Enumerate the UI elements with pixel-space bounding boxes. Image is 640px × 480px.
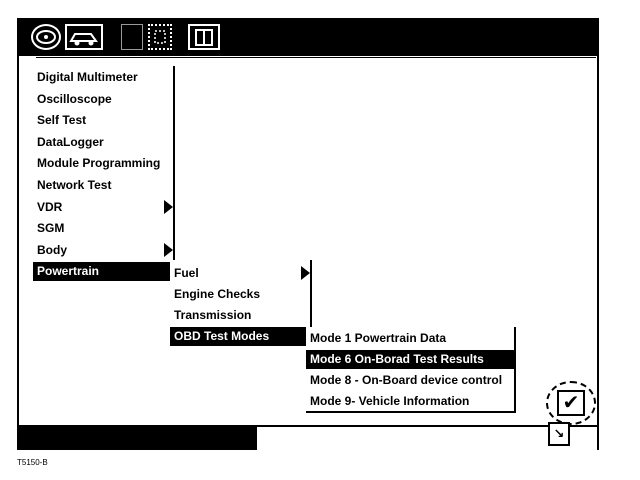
menu-item-obd-test-modes[interactable]: OBD Test Modes [170,327,312,346]
submenu-arrow-icon [164,199,173,214]
submenu-arrow-icon [164,242,173,257]
menu-item-fuel[interactable]: Fuel [174,266,199,280]
corner-arrow-icon[interactable]: ↘ [548,422,570,446]
menu-item-sgm[interactable]: SGM [37,221,65,236]
vehicle-icon[interactable] [65,24,103,50]
menu-item-body[interactable]: Body [37,242,67,257]
menu-item-self-test[interactable]: Self Test [37,113,87,128]
menu-item-vdr[interactable]: VDR [37,199,63,214]
figure-code: T5150-B [17,458,48,467]
submenu-arrow-icon [164,264,173,279]
menu-item-datalogger[interactable]: DataLogger [37,134,104,149]
status-bar [17,425,257,450]
network-icon[interactable] [148,24,172,50]
content-divider [36,57,596,58]
menu-item-digital-multimeter[interactable]: Digital Multimeter [37,70,138,84]
submenu-arrow-icon [301,266,310,280]
menu-item-mode-1-powertrain-data[interactable]: Mode 1 Powertrain Data [310,331,447,345]
menu-item-mode-6-on-borad-test-results[interactable]: Mode 6 On-Borad Test Results [306,350,514,369]
menu-item-mode-9-vehicle-information[interactable]: Mode 9- Vehicle Information [310,394,470,408]
blank-tab-icon[interactable] [121,24,143,50]
ids-logo-icon[interactable] [31,24,61,50]
submenu-arrow-icon [301,329,310,343]
checkmark-icon: ✔ [557,390,585,416]
menu-item-engine-checks[interactable]: Engine Checks [174,287,261,301]
menu-item-transmission[interactable]: Transmission [174,308,252,322]
status-divider [257,425,599,427]
toolbar [17,18,599,56]
menu-item-module-programming[interactable]: Module Programming [37,156,161,171]
menu-item-powertrain[interactable]: Powertrain [33,262,175,282]
menu-item-network-test[interactable]: Network Test [37,178,112,192]
toolbox-icon[interactable] [188,24,220,50]
menu-item-mode-8-on-board-device-control[interactable]: Mode 8 - On-Board device control [310,373,503,387]
confirm-button[interactable]: ✔ [546,381,596,425]
menu-item-oscilloscope[interactable]: Oscilloscope [37,91,112,106]
